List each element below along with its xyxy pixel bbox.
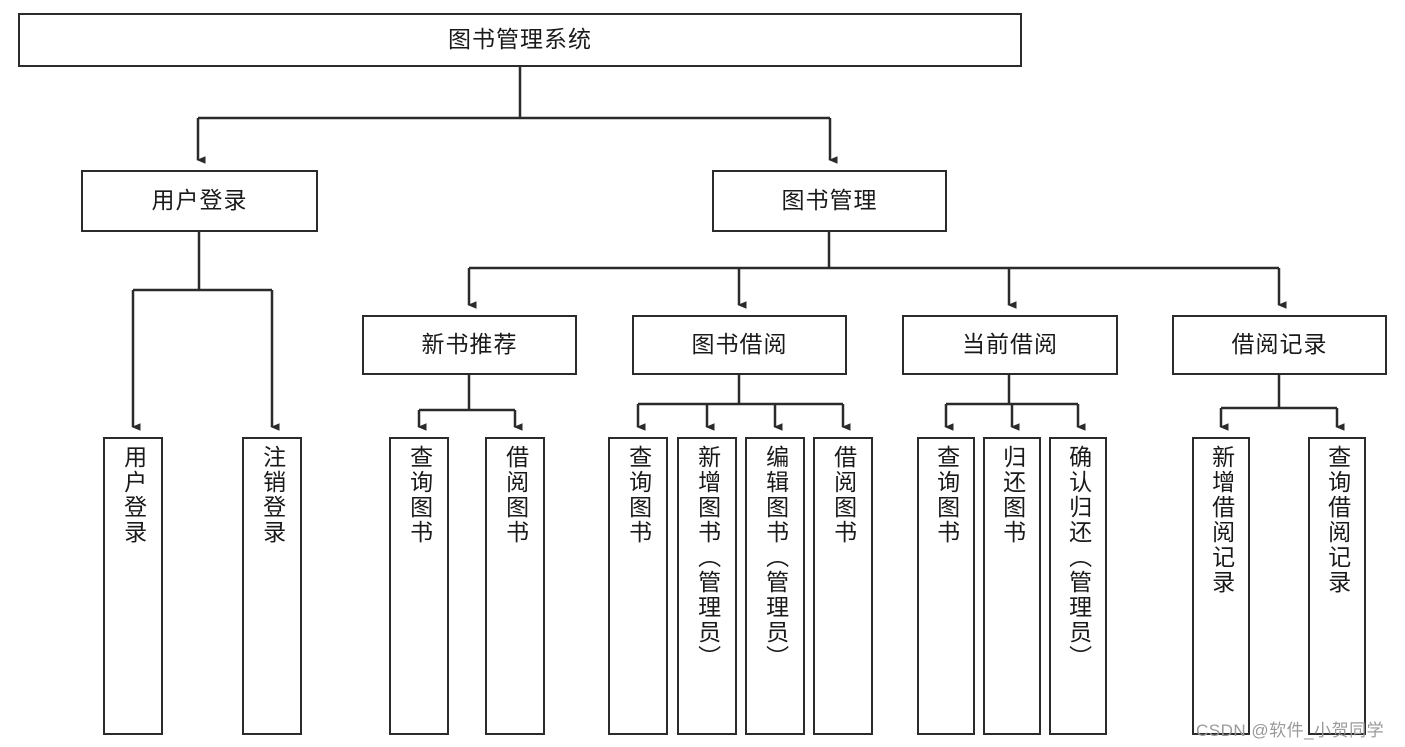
node-leaf-confirm-return-admin-label: 确认归还（管理员） — [1065, 445, 1092, 670]
node-leaf-user-login-label: 用户登录 — [120, 445, 147, 545]
node-leaf-borrow-book-rec-label: 借阅图书 — [502, 445, 529, 545]
node-leaf-borrow-book-rec[interactable]: 借阅图书 — [485, 437, 545, 735]
node-leaf-edit-book-admin-label: 编辑图书（管理员） — [762, 445, 789, 670]
node-leaf-query-book-current[interactable]: 查询图书 — [917, 437, 975, 735]
node-leaf-logout[interactable]: 注销登录 — [242, 437, 302, 735]
node-leaf-edit-book-admin[interactable]: 编辑图书（管理员） — [745, 437, 805, 735]
node-leaf-add-borrow-record-label: 新增借阅记录 — [1208, 445, 1235, 595]
node-current-borrow-label: 当前借阅 — [962, 331, 1058, 358]
node-book-management-label: 图书管理 — [781, 187, 878, 214]
node-new-book-recommend[interactable]: 新书推荐 — [362, 315, 577, 375]
node-leaf-query-borrow-record[interactable]: 查询借阅记录 — [1308, 437, 1366, 735]
node-borrow-record-label: 借阅记录 — [1231, 331, 1328, 358]
node-book-management[interactable]: 图书管理 — [712, 170, 947, 232]
node-book-borrow[interactable]: 图书借阅 — [632, 315, 847, 375]
csdn-watermark: CSDN @软件_小贺同学 — [1196, 721, 1385, 740]
node-leaf-borrow-book[interactable]: 借阅图书 — [813, 437, 873, 735]
node-book-borrow-label: 图书借阅 — [691, 331, 788, 358]
node-new-book-recommend-label: 新书推荐 — [421, 331, 518, 358]
node-user-login-label: 用户登录 — [151, 187, 248, 214]
node-root[interactable]: 图书管理系统 — [18, 13, 1022, 67]
node-leaf-query-book-current-label: 查询图书 — [933, 445, 960, 545]
node-leaf-borrow-book-label: 借阅图书 — [830, 445, 857, 545]
node-root-label: 图书管理系统 — [448, 26, 592, 53]
node-leaf-logout-label: 注销登录 — [259, 445, 286, 545]
node-user-login[interactable]: 用户登录 — [81, 170, 318, 232]
node-leaf-return-book-label: 归还图书 — [999, 445, 1026, 545]
node-leaf-add-book-admin[interactable]: 新增图书（管理员） — [677, 437, 737, 735]
node-leaf-query-book-rec[interactable]: 查询图书 — [389, 437, 449, 735]
node-current-borrow[interactable]: 当前借阅 — [902, 315, 1118, 375]
node-leaf-query-book-rec-label: 查询图书 — [406, 445, 433, 545]
node-leaf-confirm-return-admin[interactable]: 确认归还（管理员） — [1049, 437, 1107, 735]
node-leaf-add-borrow-record[interactable]: 新增借阅记录 — [1192, 437, 1250, 735]
node-leaf-query-book-borrow-label: 查询图书 — [625, 445, 652, 545]
node-leaf-add-book-admin-label: 新增图书（管理员） — [694, 445, 721, 670]
node-borrow-record[interactable]: 借阅记录 — [1172, 315, 1387, 375]
node-leaf-user-login[interactable]: 用户登录 — [103, 437, 163, 735]
node-leaf-query-borrow-record-label: 查询借阅记录 — [1324, 445, 1351, 595]
node-leaf-query-book-borrow[interactable]: 查询图书 — [608, 437, 668, 735]
node-leaf-return-book[interactable]: 归还图书 — [983, 437, 1041, 735]
